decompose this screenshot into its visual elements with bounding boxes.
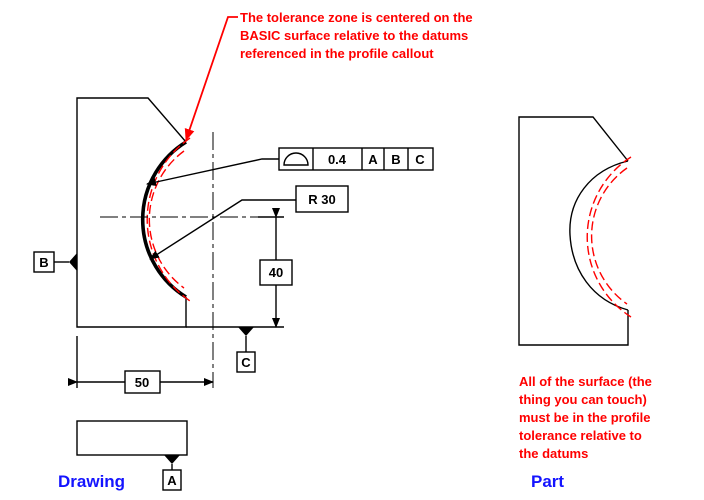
feature-control-frame: 0.4 A B C <box>146 147 434 186</box>
drawing-part-outline <box>76 97 187 328</box>
radius-box <box>295 185 349 213</box>
tolerance-zone-inner <box>148 150 185 289</box>
part-annotation-line-1: All of the surface (the <box>519 374 652 389</box>
drawing-profiled-surface <box>140 140 187 299</box>
dimension-horizontal: 50 <box>68 336 214 394</box>
fcf-tolerance: 0.4 <box>328 152 347 167</box>
part-annotation-line-4: tolerance relative to <box>519 428 642 443</box>
datum-c-label: C <box>241 355 251 370</box>
radius-label: R 30 <box>308 192 335 207</box>
dimension-50-label: 50 <box>135 375 149 390</box>
part-annotation-line-3: must be in the profile <box>519 410 650 425</box>
fcf-datum-c: C <box>415 152 425 167</box>
dimension-50-box <box>124 370 161 394</box>
caption-drawing: Drawing <box>58 472 125 491</box>
datum-c-box <box>236 351 256 373</box>
radius-callout: R 30 <box>149 185 349 260</box>
datum-b-symbol: B <box>33 251 77 273</box>
dimension-40-box <box>259 259 293 286</box>
dimension-40-label: 40 <box>269 265 283 280</box>
caption-part: Part <box>531 472 564 491</box>
part-tolerance-inner <box>590 167 628 305</box>
part-view: All of the surface (the thing you can to… <box>518 116 652 491</box>
fcf-border <box>278 147 434 171</box>
top-annotation: The tolerance zone is centered on the BA… <box>184 10 473 141</box>
datum-a-label: A <box>167 473 177 488</box>
datum-b-label: B <box>39 255 48 270</box>
part-annotation-line-5: the datums <box>519 446 588 461</box>
tolerance-zone-outer <box>146 137 191 302</box>
datum-b-box <box>33 251 55 273</box>
part-tolerance-outer <box>586 156 632 318</box>
part-annotation-line-2: thing you can touch) <box>519 392 647 407</box>
annotation-top-line-3: referenced in the profile callout <box>240 46 434 61</box>
fcf-datum-b: B <box>391 152 400 167</box>
fcf-leader-arrow <box>146 158 279 186</box>
fcf-datum-a: A <box>368 152 378 167</box>
part-actual-surface <box>569 160 629 311</box>
annotation-top-line-1: The tolerance zone is centered on the <box>240 10 473 25</box>
annotation-leader-arrow <box>184 16 238 141</box>
bottom-view-outline <box>76 420 188 456</box>
part-outline <box>518 116 629 346</box>
drawing-view: 0.4 A B C R 30 40 C <box>33 97 434 491</box>
dimension-vertical: 40 <box>258 208 293 328</box>
datum-a-box <box>162 469 182 491</box>
profile-of-a-surface-icon <box>283 152 309 166</box>
annotation-top-line-2: BASIC surface relative to the datums <box>240 28 468 43</box>
datum-c-symbol: C <box>236 327 256 373</box>
radius-leader-arrow <box>149 199 296 260</box>
datum-a-view: A <box>76 420 188 491</box>
